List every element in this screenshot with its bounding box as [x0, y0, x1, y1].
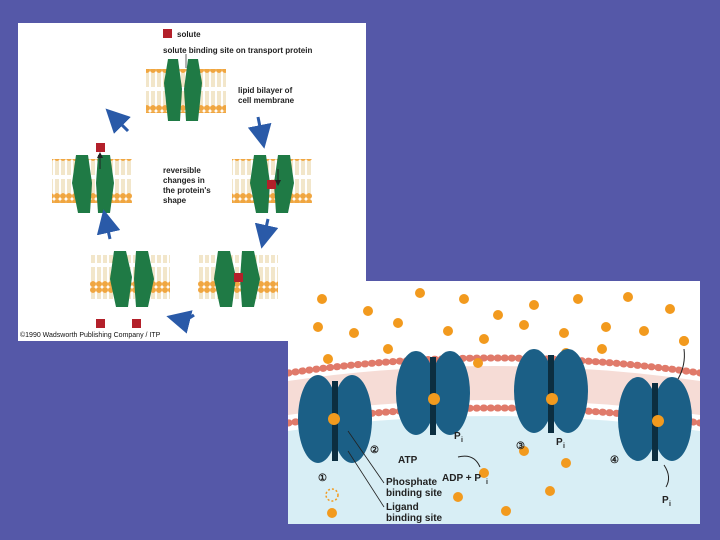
cycle-arrow: [166, 310, 195, 334]
transport-protein-4: [618, 377, 692, 461]
pi-label-4: P: [662, 495, 669, 506]
release-arrow: [663, 464, 670, 488]
ligand-label-2: binding site: [386, 513, 443, 524]
copyright-text: ©1990 Wadsworth Publishing Company / ITP: [20, 331, 161, 339]
atp-label: ATP: [398, 455, 418, 466]
solute-square: [96, 319, 105, 328]
ligand-label-1: Ligand: [386, 502, 419, 513]
solute-square: [267, 180, 276, 189]
solute-legend-swatch: [163, 29, 172, 38]
center-label-4: shape: [163, 196, 187, 205]
cytoplasm-region: [288, 416, 700, 524]
solute-square: [96, 143, 105, 152]
bilayer-label-2: cell membrane: [238, 96, 295, 105]
solute-square: [234, 273, 243, 282]
atp-transport-diagram: ① ② ③ ④ ATP ADP + P i P i P i P i Phosph…: [288, 281, 700, 524]
ligand-molecules: [313, 288, 689, 518]
leaving-ligand-outline: [325, 488, 339, 502]
cycle-arrow: [247, 116, 272, 149]
cycle-arrow: [105, 108, 131, 134]
transport-cycle-diagram: solute solute binding site on transport …: [18, 23, 366, 341]
transport-cycle-svg: solute solute binding site on transport …: [20, 29, 312, 339]
legend-solute-label: solute: [177, 30, 201, 39]
membrane-state-bottom-right: [198, 251, 278, 307]
step-4-label: ④: [610, 455, 619, 466]
center-label-1: reversible: [163, 166, 201, 175]
membrane-core: [288, 366, 700, 415]
membrane-state-right: [232, 155, 312, 213]
pi-label-2-sub: i: [461, 437, 463, 444]
solute-square: [132, 319, 141, 328]
pi-label-4-sub: i: [669, 501, 671, 508]
step-3-label: ③: [516, 441, 525, 452]
phosphate-label-1: Phosphate: [386, 477, 438, 488]
reaction-arrow: [457, 455, 481, 468]
adp-pi-subscript: i: [486, 479, 488, 486]
released-ligand: [679, 336, 689, 346]
bilayer-label-1: lipid bilayer of: [238, 86, 293, 95]
transport-protein-3: [514, 349, 588, 433]
pointer-line: [347, 430, 385, 484]
phosphate-label-2: binding site: [386, 488, 443, 499]
center-label-2: changes in: [163, 176, 205, 185]
pi-label-3-sub: i: [563, 443, 565, 450]
exit-arrow: [677, 348, 685, 380]
adp-pi-label: ADP + P: [442, 473, 481, 484]
pi-label-2: P: [454, 431, 461, 442]
atp-transport-svg: ① ② ③ ④ ATP ADP + P i P i P i P i Phosph…: [288, 288, 700, 524]
cycle-arrow: [96, 209, 121, 240]
step-2-label: ②: [370, 445, 379, 456]
membrane-outer-heads: [288, 354, 700, 377]
transport-protein-1: [298, 375, 372, 463]
pi-label-3: P: [556, 437, 563, 448]
pointer-line: [347, 450, 385, 508]
membrane-state-left: [52, 143, 132, 213]
cycle-arrow: [254, 218, 279, 249]
center-label-3: the protein's: [163, 186, 211, 195]
membrane-state-top: [146, 59, 226, 121]
binding-site-label: solute binding site on transport protein: [163, 46, 312, 55]
membrane-state-bottom-left: [90, 251, 170, 328]
transport-protein-2: [396, 351, 470, 435]
step-1-label: ①: [318, 473, 327, 484]
